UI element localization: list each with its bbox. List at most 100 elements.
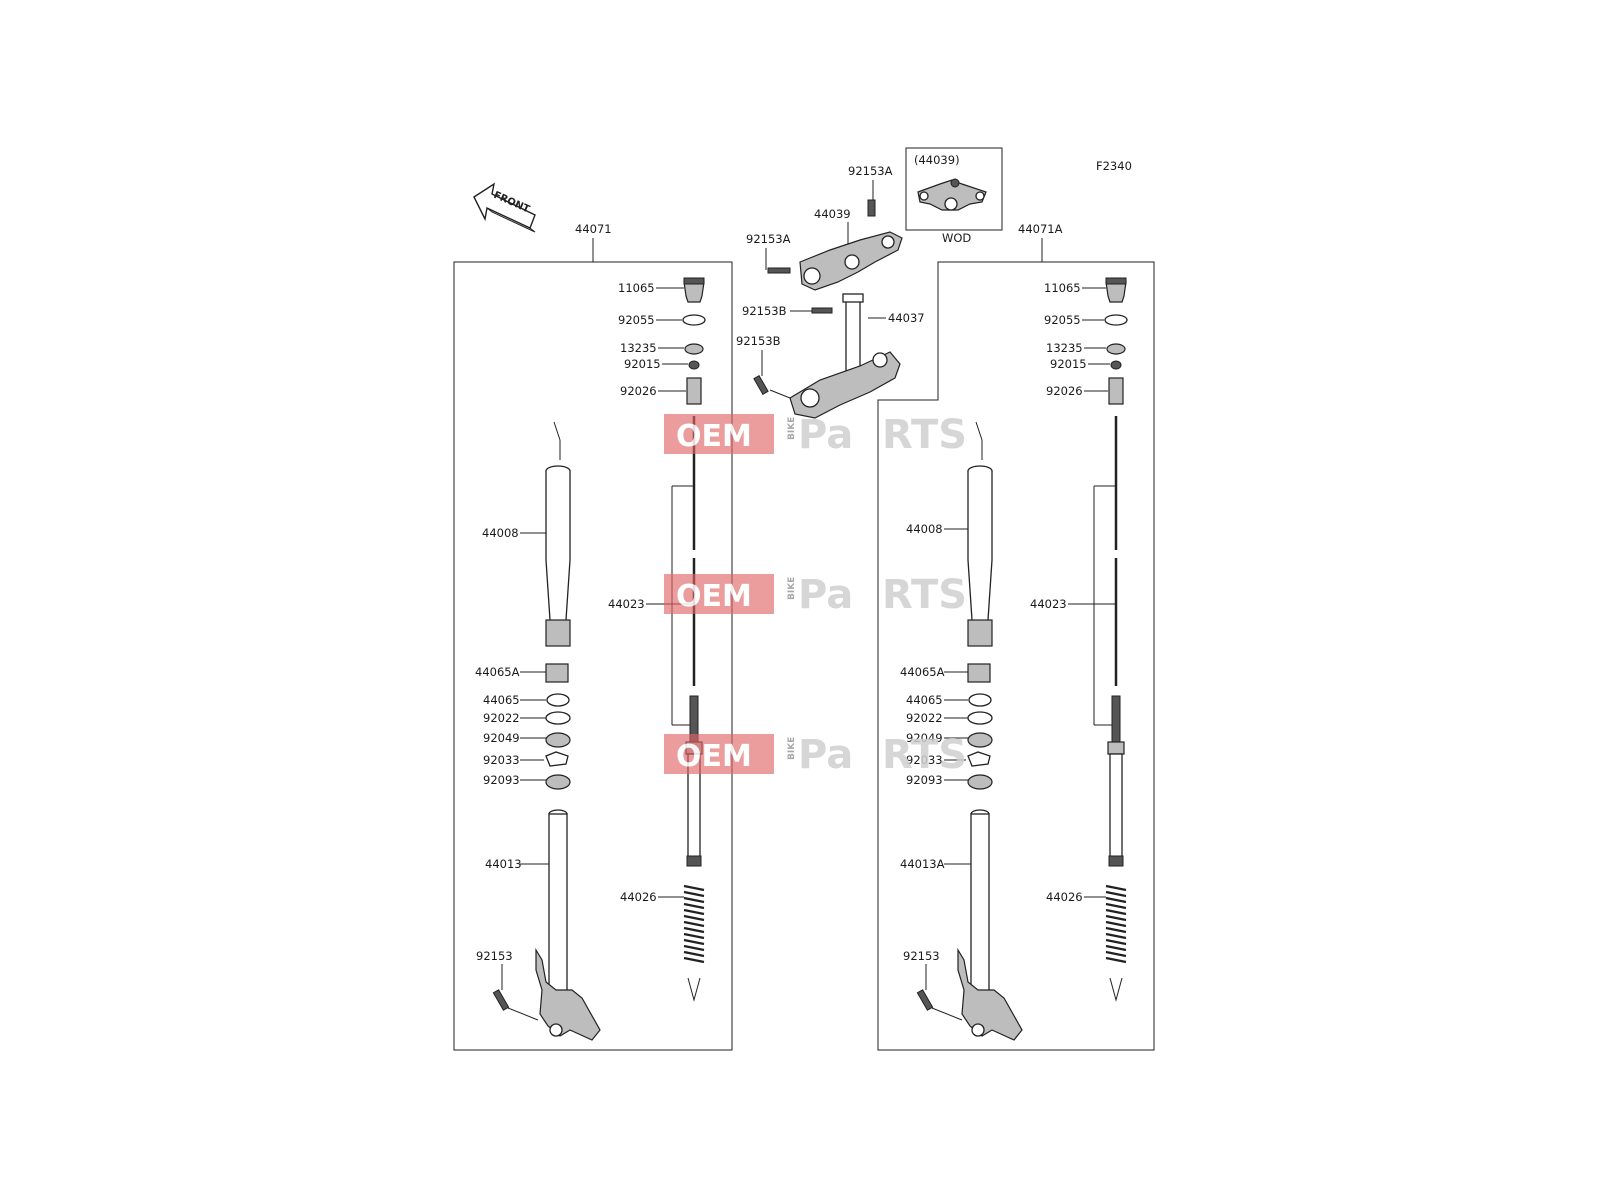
- right-bushing-a-icon: [967, 663, 991, 683]
- left-bushing-icon: [546, 693, 570, 707]
- right-oring-icon: [1104, 314, 1128, 326]
- left-bushing-a-icon: [545, 663, 569, 683]
- label-left-outer-tube: 44008: [482, 526, 519, 540]
- label-right-bushing: 44065: [906, 693, 943, 707]
- right-nut-small-icon: [1110, 360, 1122, 370]
- label-right-nut-small: 92015: [1050, 357, 1087, 371]
- left-nut-small-icon: [688, 360, 700, 370]
- svg-text:RTS: RTS: [882, 572, 967, 618]
- label-stem-bolt-upper: 92153B: [742, 304, 787, 318]
- label-right-assembly: 44071A: [1018, 222, 1063, 236]
- left-cap-icon: [683, 281, 705, 303]
- label-left-axle-bolt: 92153: [476, 949, 513, 963]
- label-right-cap: 11065: [1044, 281, 1081, 295]
- left-spring-icon: [683, 884, 705, 964]
- left-nut-icon: [684, 343, 704, 355]
- svg-text:BIKE: BIKE: [787, 577, 797, 600]
- label-right-clip: 92033: [906, 753, 943, 767]
- label-right-axle-bolt: 92153: [903, 949, 940, 963]
- svg-text:RTS: RTS: [882, 412, 967, 458]
- svg-text:RTS: RTS: [882, 732, 967, 778]
- inset-variant-label: WOD: [942, 231, 971, 245]
- label-left-cap: 11065: [618, 281, 655, 295]
- right-axle-bolt-icon: [916, 989, 934, 1011]
- top-bracket-group: 92153A 44039 92153A: [746, 164, 903, 291]
- svg-text:BIKE: BIKE: [787, 417, 797, 440]
- svg-text:OEM: OEM: [676, 739, 752, 774]
- label-left-dust-seal: 92093: [483, 773, 520, 787]
- right-cap-icon: [1105, 281, 1127, 303]
- right-fork-frame: [877, 261, 1155, 1051]
- label-top-bracket: 44039: [814, 207, 851, 221]
- right-spring-icon: [1105, 884, 1127, 964]
- right-seal-icon: [967, 732, 993, 748]
- inset-top-bracket-variant: (44039) WOD: [905, 147, 1003, 245]
- right-bushing-icon: [968, 693, 992, 707]
- svg-text:OEM: OEM: [676, 579, 752, 614]
- label-top-bracket-bolt-left: 92153A: [746, 232, 791, 246]
- label-left-bushing: 44065: [483, 693, 520, 707]
- left-inner-tube-icon: [548, 813, 568, 995]
- right-cartridge-icon: [1109, 753, 1123, 865]
- label-right-bushing-a: 44065A: [900, 665, 945, 679]
- left-clip-icon: [545, 751, 569, 767]
- svg-text:BIKE: BIKE: [787, 737, 797, 760]
- right-nut-icon: [1106, 343, 1126, 355]
- label-right-washer: 92022: [906, 711, 943, 725]
- svg-text:Pa: Pa: [798, 572, 853, 618]
- label-right-inner-tube: 44013A: [900, 857, 945, 871]
- left-axle-bolt-icon: [492, 989, 510, 1011]
- label-left-washer: 92022: [483, 711, 520, 725]
- label-right-seal: 92049: [906, 731, 943, 745]
- label-top-bracket-bolt-upper: 92153A: [848, 164, 893, 178]
- top-bracket-bolt-left-icon: [767, 267, 791, 274]
- label-left-bushing-a: 44065A: [475, 665, 520, 679]
- right-outer-tube-icon: [967, 471, 993, 637]
- label-left-spring: 44026: [620, 890, 657, 904]
- label-stem-bolt-lower: 92153B: [736, 334, 781, 348]
- svg-text:Pa: Pa: [798, 732, 853, 778]
- right-inner-tube-icon: [970, 813, 990, 995]
- label-right-nut: 13235: [1046, 341, 1083, 355]
- svg-text:OEM: OEM: [676, 419, 752, 454]
- front-arrow-icon: FRONT: [473, 182, 536, 233]
- watermark-2: OEM BIKE Pa RTS: [664, 572, 967, 618]
- label-right-oring: 92055: [1044, 313, 1081, 327]
- left-seal-icon: [545, 732, 571, 748]
- label-right-spring: 44026: [1046, 890, 1083, 904]
- label-left-rod: 44023: [608, 597, 645, 611]
- label-left-assembly: 44071: [575, 222, 612, 236]
- left-oring-icon: [682, 314, 706, 326]
- inset-part-label: (44039): [914, 153, 960, 167]
- figure-code: F2340: [1096, 159, 1132, 173]
- label-left-oring: 92055: [618, 313, 655, 327]
- left-axle-bracket-icon: [535, 947, 601, 1041]
- right-axle-bracket-icon: [957, 947, 1023, 1041]
- label-right-outer-tube: 44008: [906, 522, 943, 536]
- label-left-nut-small: 92015: [624, 357, 661, 371]
- label-right-dust-seal: 92093: [906, 773, 943, 787]
- right-fork-assembly: 44071A 11065 92055 13235 92015 92026 440…: [877, 222, 1155, 1051]
- top-bracket-bolt-upper-icon: [867, 199, 876, 217]
- left-spacer-icon: [686, 377, 702, 405]
- label-left-inner-tube: 44013: [485, 857, 522, 871]
- label-left-clip: 92033: [483, 753, 520, 767]
- steering-stem-group: 92153B 44037 92153B: [736, 293, 925, 419]
- label-left-seal: 92049: [483, 731, 520, 745]
- right-clip-icon: [967, 751, 991, 767]
- svg-text:Pa: Pa: [798, 412, 853, 458]
- left-outer-tube-icon: [545, 471, 571, 637]
- stem-bolt-lower-icon: [753, 375, 769, 395]
- label-left-nut: 13235: [620, 341, 657, 355]
- label-stem: 44037: [888, 311, 925, 325]
- left-dust-seal-icon: [545, 774, 571, 790]
- watermark-1: OEM BIKE Pa RTS: [664, 412, 967, 458]
- watermark-3: OEM BIKE Pa RTS: [664, 732, 967, 778]
- steering-stem-icon: [845, 295, 861, 377]
- label-left-spacer: 92026: [620, 384, 657, 398]
- label-right-rod: 44023: [1030, 597, 1067, 611]
- right-washer-icon: [967, 711, 993, 725]
- stem-bolt-upper-icon: [811, 307, 833, 314]
- right-spacer-icon: [1108, 377, 1124, 405]
